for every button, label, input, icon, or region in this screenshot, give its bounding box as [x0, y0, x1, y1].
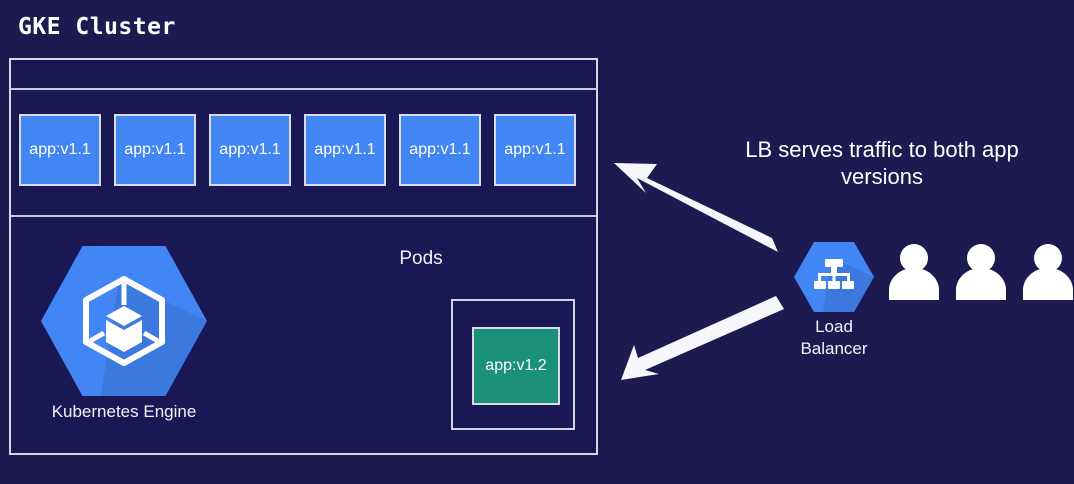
- pod-label: app:v1.1: [124, 141, 186, 158]
- pod-box[interactable]: app:v1.1: [304, 114, 386, 186]
- kubernetes-cube-icon: [83, 276, 165, 366]
- users-group: [888, 243, 1074, 300]
- pod-label: app:v1.1: [409, 141, 471, 158]
- kubernetes-engine-hexagon-icon: [41, 246, 207, 396]
- pod-label: app:v1.1: [219, 141, 281, 158]
- load-balancer-label-line-1: Load: [815, 317, 853, 336]
- pod-row: app:v1.1 app:v1.1 app:v1.1 app:v1.1 app:…: [19, 114, 576, 186]
- cluster-header-strip: [11, 60, 596, 90]
- pod-box[interactable]: app:v1.1: [399, 114, 481, 186]
- pod-label: app:v1.1: [29, 141, 91, 158]
- kubernetes-engine-group: Kubernetes Engine: [33, 246, 215, 422]
- load-balancer-group[interactable]: Load Balancer: [786, 242, 882, 360]
- lb-caption-line-2: versions: [841, 163, 923, 189]
- user-icon: [956, 244, 1006, 300]
- hierarchy-tree-icon: [814, 259, 854, 289]
- load-balancer-label-line-2: Balancer: [800, 338, 868, 358]
- lb-caption: LB serves traffic to both app versions: [706, 137, 1058, 191]
- user-icon: [889, 244, 939, 300]
- arrow-to-v1-2-pod: [621, 296, 784, 380]
- pods-row-divider: [11, 215, 596, 217]
- page-title: GKE Cluster: [18, 14, 176, 40]
- user-icon: [1023, 244, 1073, 300]
- pod-label: app:v1.1: [504, 141, 566, 158]
- gke-cluster-box: app:v1.1 app:v1.1 app:v1.1 app:v1.1 app:…: [9, 58, 598, 455]
- pod-box[interactable]: app:v1.1: [209, 114, 291, 186]
- pods-label: Pods: [399, 248, 443, 269]
- load-balancer-label: Load Balancer: [786, 316, 882, 360]
- new-version-pod-label: app:v1.2: [485, 357, 547, 374]
- new-version-pod-container: app:v1.2: [451, 299, 575, 430]
- new-version-pod-box[interactable]: app:v1.2: [472, 327, 560, 405]
- load-balancer-hexagon-icon: [794, 242, 874, 312]
- pod-box[interactable]: app:v1.1: [114, 114, 196, 186]
- kubernetes-engine-label: Kubernetes Engine: [51, 402, 197, 421]
- pod-box[interactable]: app:v1.1: [494, 114, 576, 186]
- pod-label: app:v1.1: [314, 141, 376, 158]
- pod-box[interactable]: app:v1.1: [19, 114, 101, 186]
- lb-caption-line-1: LB serves traffic to both app: [745, 137, 1019, 162]
